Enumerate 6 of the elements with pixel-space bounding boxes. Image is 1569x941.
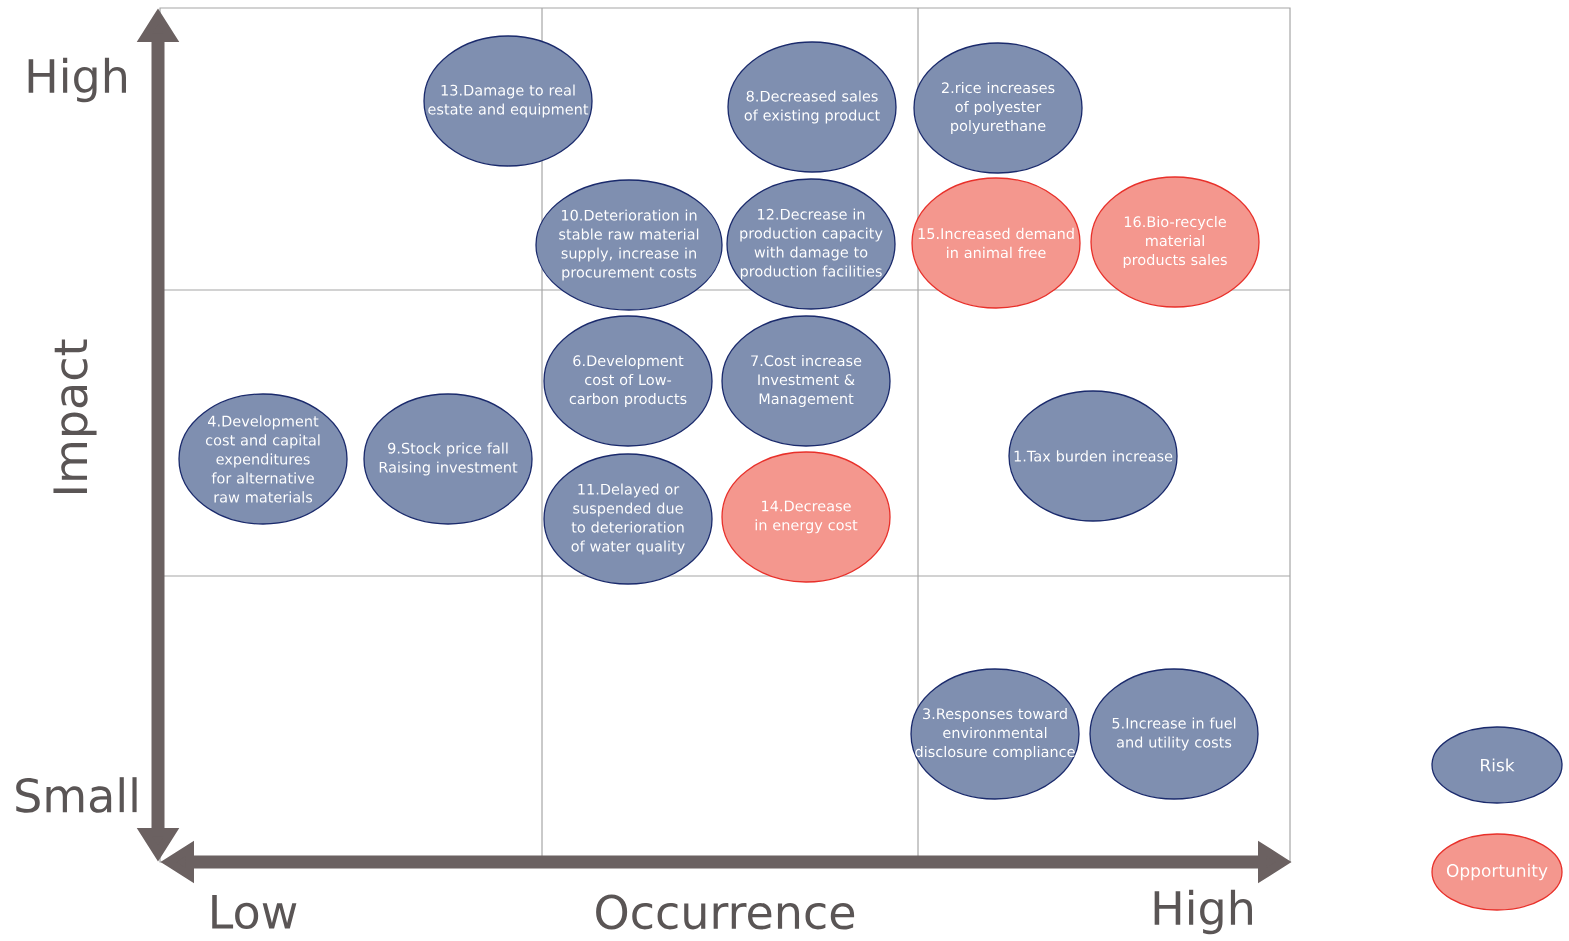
axis-title: Occurrence bbox=[596, 894, 855, 930]
axis-label: Low bbox=[212, 894, 297, 930]
axis-label: High bbox=[28, 57, 126, 103]
axis-label: Small bbox=[16, 777, 137, 813]
axis-label: High bbox=[1154, 889, 1252, 935]
axis-title: Impact bbox=[53, 339, 97, 493]
